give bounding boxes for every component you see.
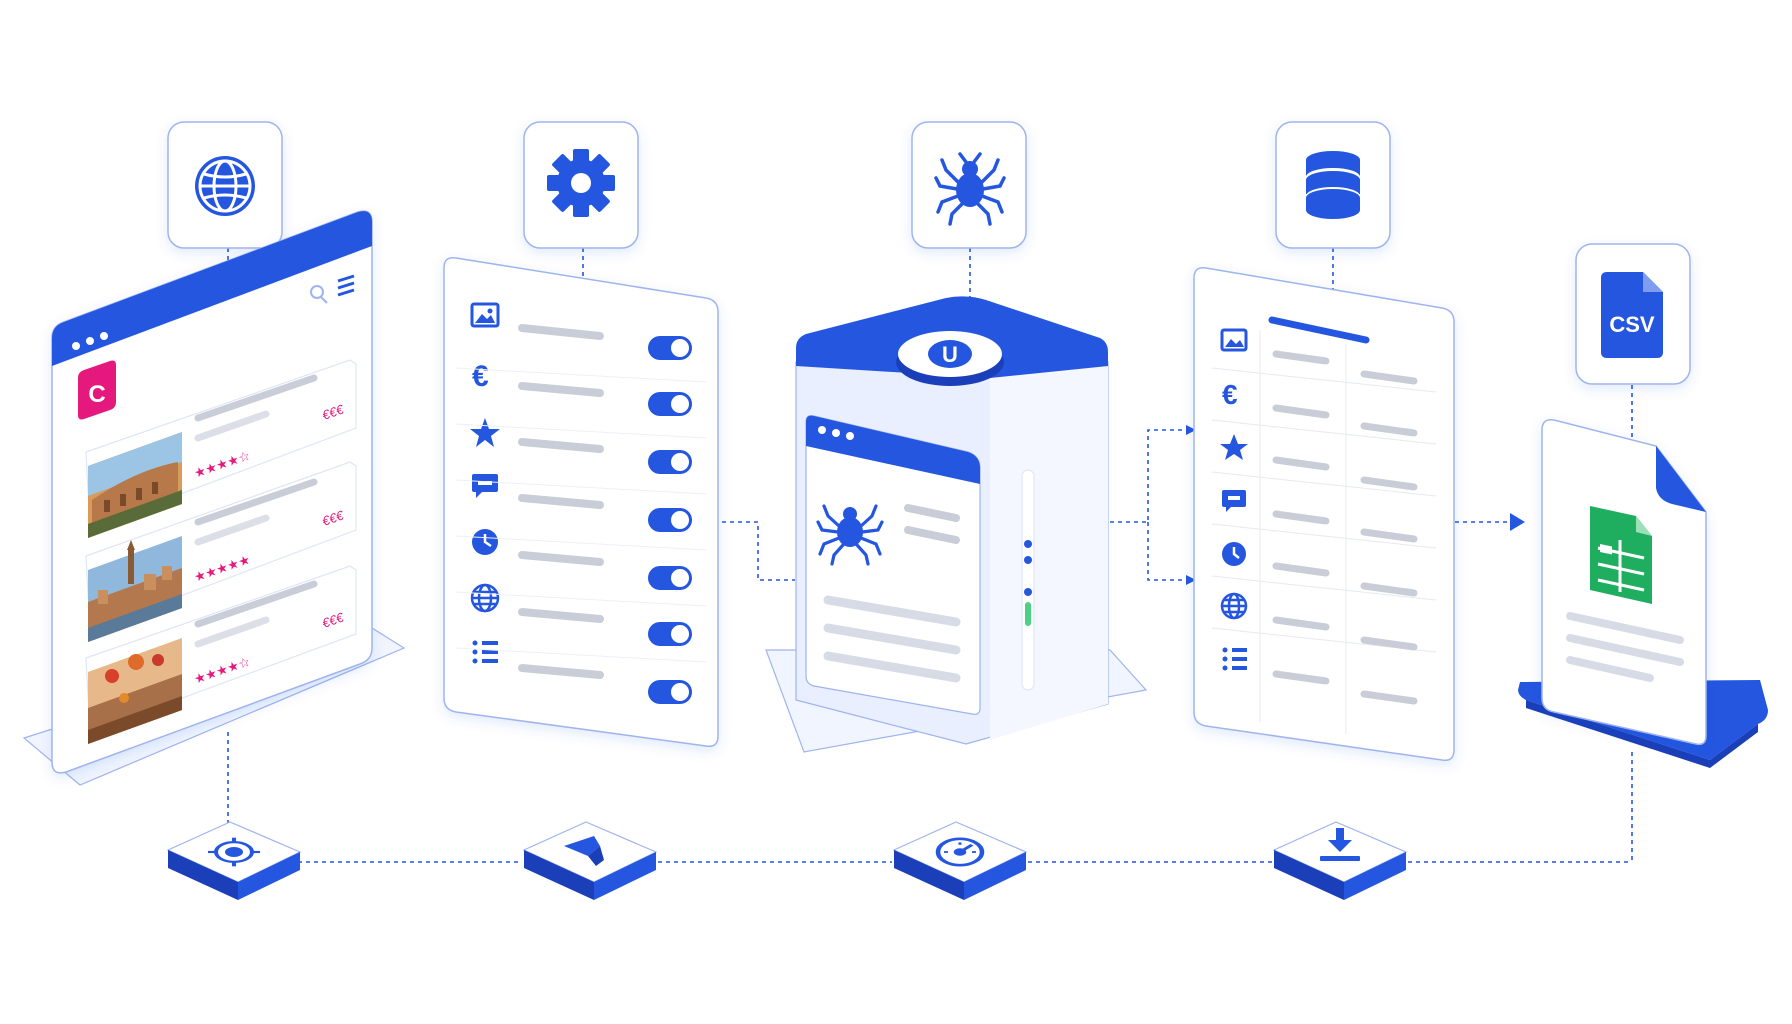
list-icon (1223, 648, 1248, 671)
scraper-server: U (766, 296, 1146, 752)
clock-icon (472, 529, 498, 555)
bottom-tile-download[interactable] (1274, 822, 1406, 900)
site-logo-letter: C (88, 381, 105, 408)
server-right-face (990, 362, 1108, 740)
field-toggle[interactable] (648, 680, 692, 704)
field-toggle[interactable] (648, 508, 692, 532)
top-icon-spider (912, 122, 1026, 248)
globe-icon (195, 156, 255, 216)
connector-server-table-top (1110, 430, 1185, 522)
status-led (1024, 588, 1032, 596)
euro-icon: € (1222, 379, 1238, 410)
status-led (1024, 540, 1032, 548)
field-toggle[interactable] (648, 566, 692, 590)
clock-icon (1222, 542, 1246, 566)
status-led-green (1025, 602, 1031, 626)
extracted-data-panel: € (1194, 268, 1454, 761)
top-icon-globe (168, 122, 282, 248)
top-icon-csv: CSV (1576, 244, 1690, 384)
bottom-tile-speedometer[interactable] (894, 822, 1026, 900)
status-led (1024, 556, 1032, 564)
list-icon (473, 641, 499, 664)
field-selector-panel: € (444, 258, 718, 747)
server-status-leds (1022, 470, 1034, 690)
bottom-tile-filter[interactable] (524, 822, 656, 900)
field-toggle[interactable] (648, 336, 692, 360)
spreadsheet-export (1518, 420, 1768, 768)
csv-file-icon: CSV (1601, 272, 1663, 358)
connector-settings-server (722, 522, 795, 580)
top-icon-gear (524, 122, 638, 248)
server-badge-letter: U (942, 342, 958, 367)
field-toggle[interactable] (648, 392, 692, 416)
gear-icon (547, 149, 615, 217)
server-badge: U (896, 331, 1004, 386)
field-toggle[interactable] (648, 450, 692, 474)
euro-icon: € (472, 360, 489, 393)
field-toggle[interactable] (648, 622, 692, 646)
connector-server-table-bottom (1148, 522, 1185, 580)
bottom-tile-target[interactable] (168, 822, 300, 900)
csv-badge-text: CSV (1609, 312, 1655, 337)
database-icon (1306, 151, 1360, 219)
arrowhead-file (1510, 513, 1525, 531)
source-website-panel: C ★★★★☆ €€€ (24, 211, 404, 785)
top-icon-database (1276, 122, 1390, 248)
